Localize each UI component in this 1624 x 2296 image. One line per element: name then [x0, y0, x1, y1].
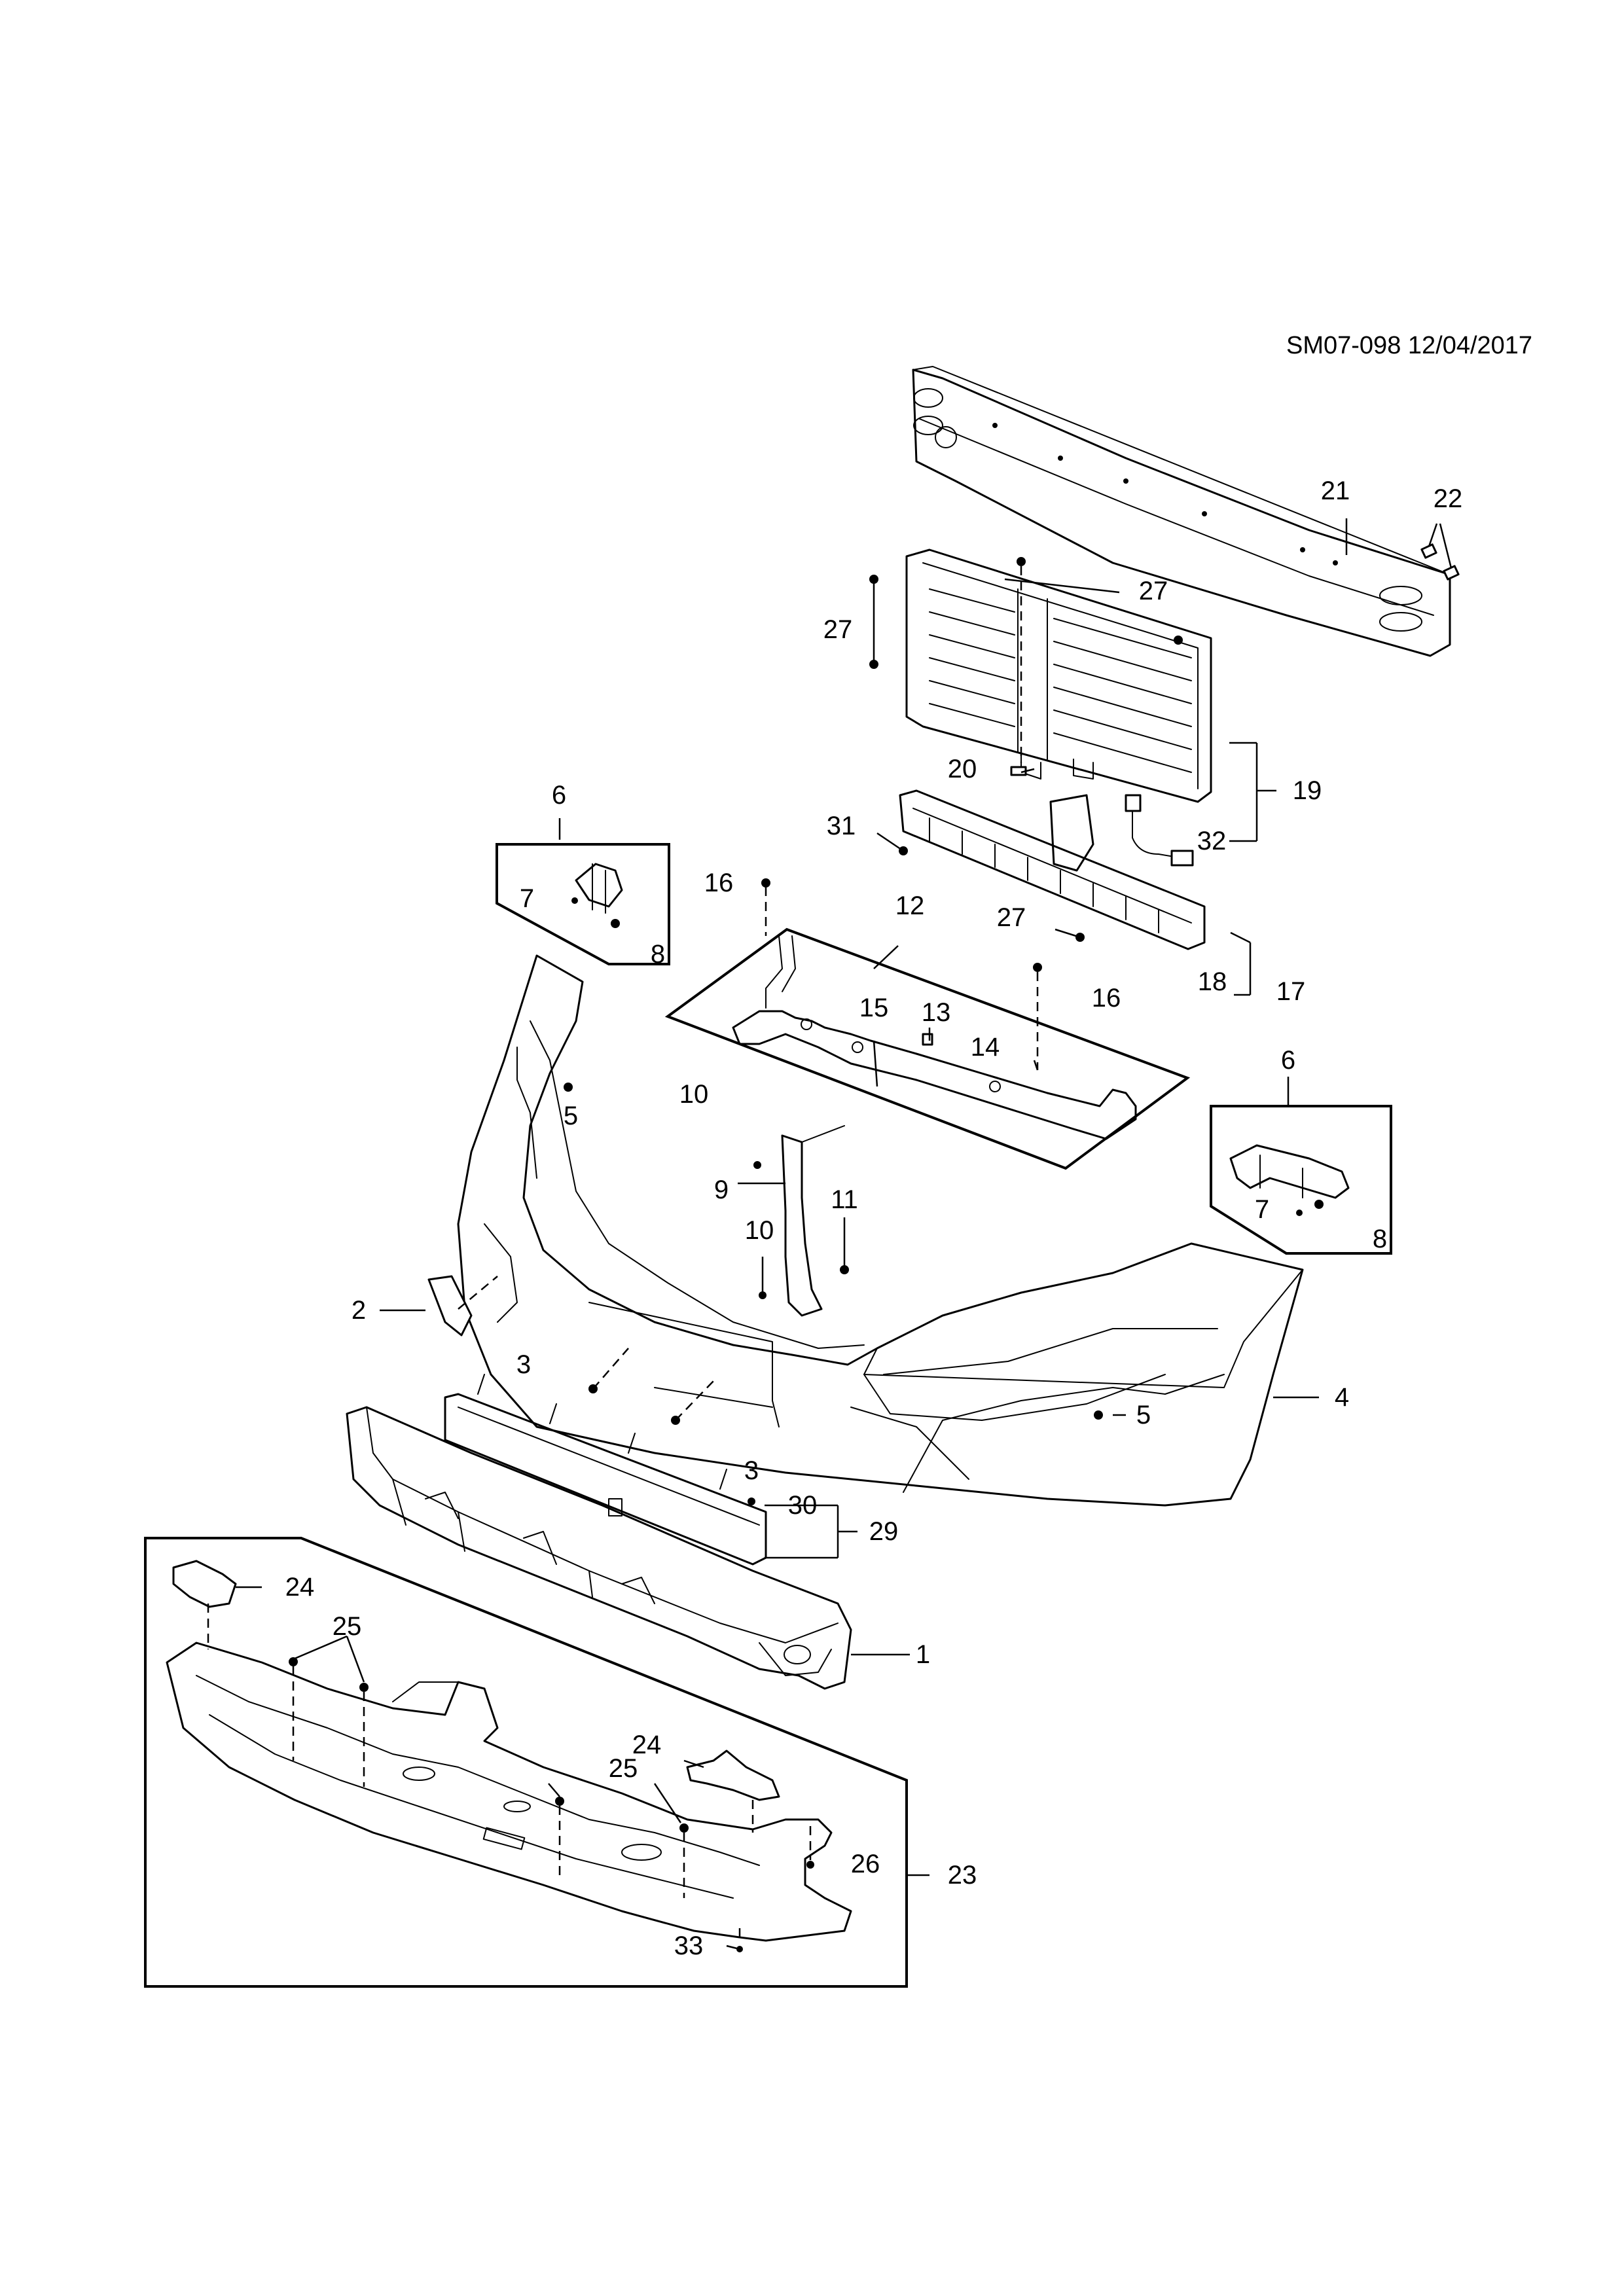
callout-10a: 10	[679, 1080, 709, 1109]
callout-8a: 8	[651, 940, 665, 969]
underbody-shield-part	[166, 1641, 852, 1942]
callout-16a: 16	[704, 869, 734, 897]
callout-14: 14	[971, 1033, 1000, 1062]
lower-shutter-frame-part	[899, 789, 1206, 950]
shutter-louvers	[929, 588, 1192, 773]
callout-20: 20	[948, 755, 977, 783]
callout-25b: 25	[609, 1754, 638, 1783]
callout-15: 15	[859, 994, 889, 1022]
callout-13: 13	[922, 998, 951, 1027]
callout-19: 19	[1293, 776, 1322, 805]
callout-27b: 27	[1139, 577, 1168, 605]
energy-absorber-part	[346, 1406, 852, 1690]
callout-labels: 1 2 3 3 4 5 5 6 6 7 7 8 8 9 10 10 11 12 …	[285, 476, 1463, 1960]
callout-26: 26	[851, 1850, 880, 1878]
bolt-pair-part	[1420, 523, 1460, 581]
left-clip-part	[575, 863, 623, 914]
bracket-box-left	[496, 843, 670, 965]
upper-bracket-frame	[664, 927, 1191, 1170]
callout-5a: 5	[564, 1102, 578, 1130]
callout-16b: 16	[1092, 984, 1121, 1013]
underbody-shield-frame	[144, 1537, 908, 1988]
callout-30: 30	[788, 1491, 818, 1520]
shutter-assembly-part	[905, 548, 1212, 803]
absorber-strip-part	[444, 1374, 767, 1566]
callout-21: 21	[1321, 476, 1350, 505]
callout-23: 23	[948, 1861, 977, 1890]
impact-bar-part	[912, 366, 1451, 657]
callout-27c: 27	[997, 903, 1026, 932]
callout-32: 32	[1197, 827, 1227, 855]
callout-29: 29	[869, 1517, 899, 1546]
shield-bracket-right-part	[686, 1749, 780, 1801]
callout-1: 1	[916, 1640, 930, 1669]
callout-24b: 24	[632, 1731, 662, 1759]
callout-7b: 7	[1255, 1195, 1269, 1224]
upper-bracket-part	[732, 935, 1137, 1140]
callout-5b: 5	[1136, 1401, 1151, 1429]
callout-3a: 3	[516, 1350, 531, 1379]
diagram-reference: SM07-098 12/04/2017	[1286, 332, 1532, 359]
shield-bracket-left-part	[172, 1560, 237, 1608]
callout-4: 4	[1335, 1383, 1349, 1412]
callout-18: 18	[1198, 967, 1227, 996]
callout-8b: 8	[1373, 1225, 1387, 1253]
callout-6b: 6	[1281, 1046, 1295, 1075]
callout-2: 2	[352, 1296, 366, 1325]
callout-9: 9	[714, 1175, 729, 1204]
callout-33: 33	[674, 1931, 704, 1960]
bracket-box-right	[1210, 1105, 1392, 1255]
callout-24a: 24	[285, 1573, 315, 1602]
callout-11: 11	[831, 1185, 858, 1214]
callout-7a: 7	[520, 884, 534, 913]
callout-6a: 6	[552, 781, 566, 810]
callout-10b: 10	[745, 1216, 774, 1245]
tow-cover-part	[427, 1275, 473, 1336]
vertical-brace-part	[781, 1125, 845, 1317]
callout-17: 17	[1276, 977, 1306, 1006]
callout-22: 22	[1434, 484, 1463, 513]
callout-12: 12	[895, 891, 925, 920]
callout-27a: 27	[823, 615, 853, 644]
callout-31: 31	[827, 812, 856, 840]
callout-25a: 25	[333, 1612, 362, 1641]
right-clip-part	[1229, 1144, 1350, 1199]
callout-3b: 3	[744, 1456, 759, 1485]
bumper-fascia-part	[457, 954, 1304, 1507]
leader-lines	[236, 518, 1348, 1950]
